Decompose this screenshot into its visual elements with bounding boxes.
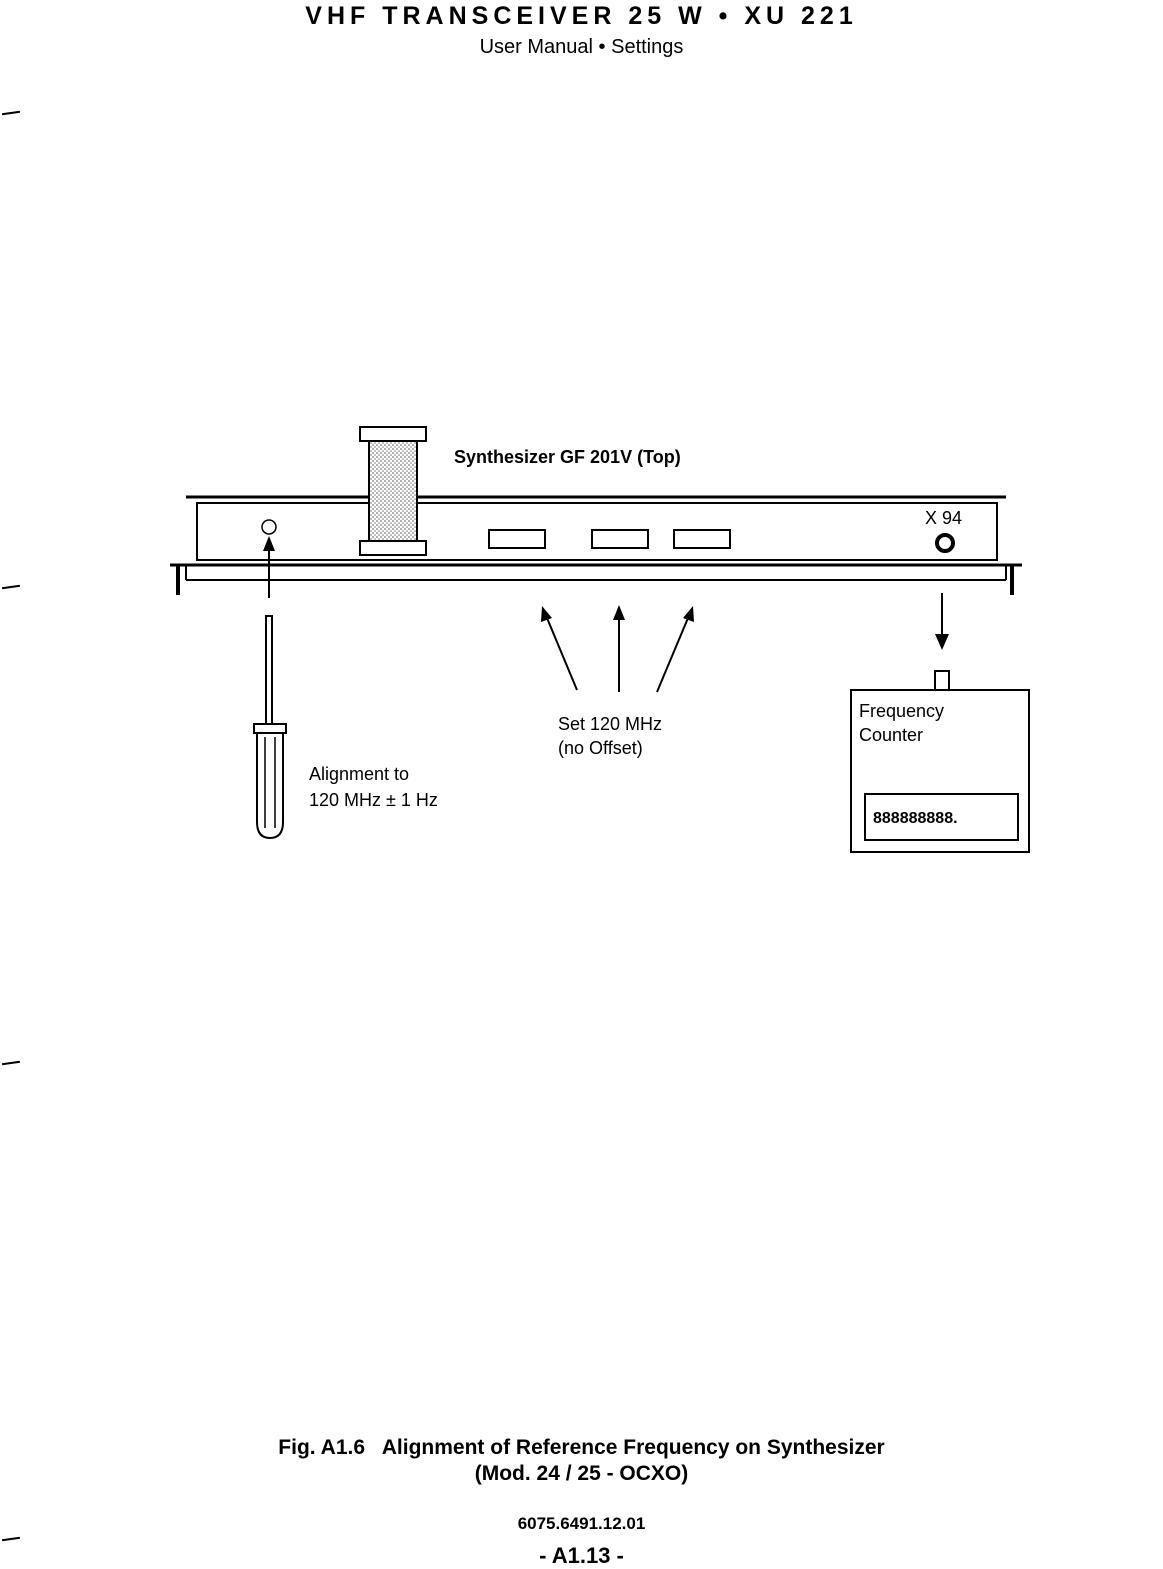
document-number: 6075.6491.12.01 (517, 1514, 646, 1533)
document-title: VHF TRANSCEIVER 25 W • XU 221 (305, 2, 858, 30)
document-subtitle: User Manual • Settings (479, 36, 684, 58)
counter-label-line1: Frequency (859, 701, 944, 721)
frequency-counter (850, 670, 1030, 853)
set-label-line1: Set 120 MHz (558, 714, 662, 734)
frequency-switch-1 (488, 529, 546, 549)
synthesizer-board (196, 502, 998, 561)
chassis-rail (170, 563, 1022, 595)
figure-caption-subline: (Mod. 24 / 25 - OCXO) (474, 1462, 689, 1485)
oscillator-component (359, 426, 427, 556)
alignment-label-line2: 120 MHz ± 1 Hz (309, 790, 438, 810)
set-label-line2: (no Offset) (558, 738, 643, 758)
alignment-label-line1: Alignment to (309, 764, 409, 784)
frequency-switch-3 (673, 529, 731, 549)
counter-display (864, 793, 1019, 841)
frequency-switch-2 (591, 529, 649, 549)
switch-arrows (541, 605, 694, 693)
counter-label-line2: Counter (859, 725, 923, 745)
figure-caption: Fig. A1.6 Alignment of Reference Frequen… (278, 1436, 885, 1459)
counter-display-value: 888888888. (873, 810, 958, 827)
page-number: - A1.13 - (539, 1543, 624, 1568)
adjust-arrow (263, 536, 275, 598)
trimmer-hole (261, 519, 277, 535)
screwdriver-icon (253, 615, 287, 840)
connector-x94-icon (935, 533, 955, 553)
signal-arrow (935, 593, 949, 650)
board-label: Synthesizer GF 201V (Top) (454, 447, 681, 467)
connector-label: X 94 (925, 508, 962, 528)
